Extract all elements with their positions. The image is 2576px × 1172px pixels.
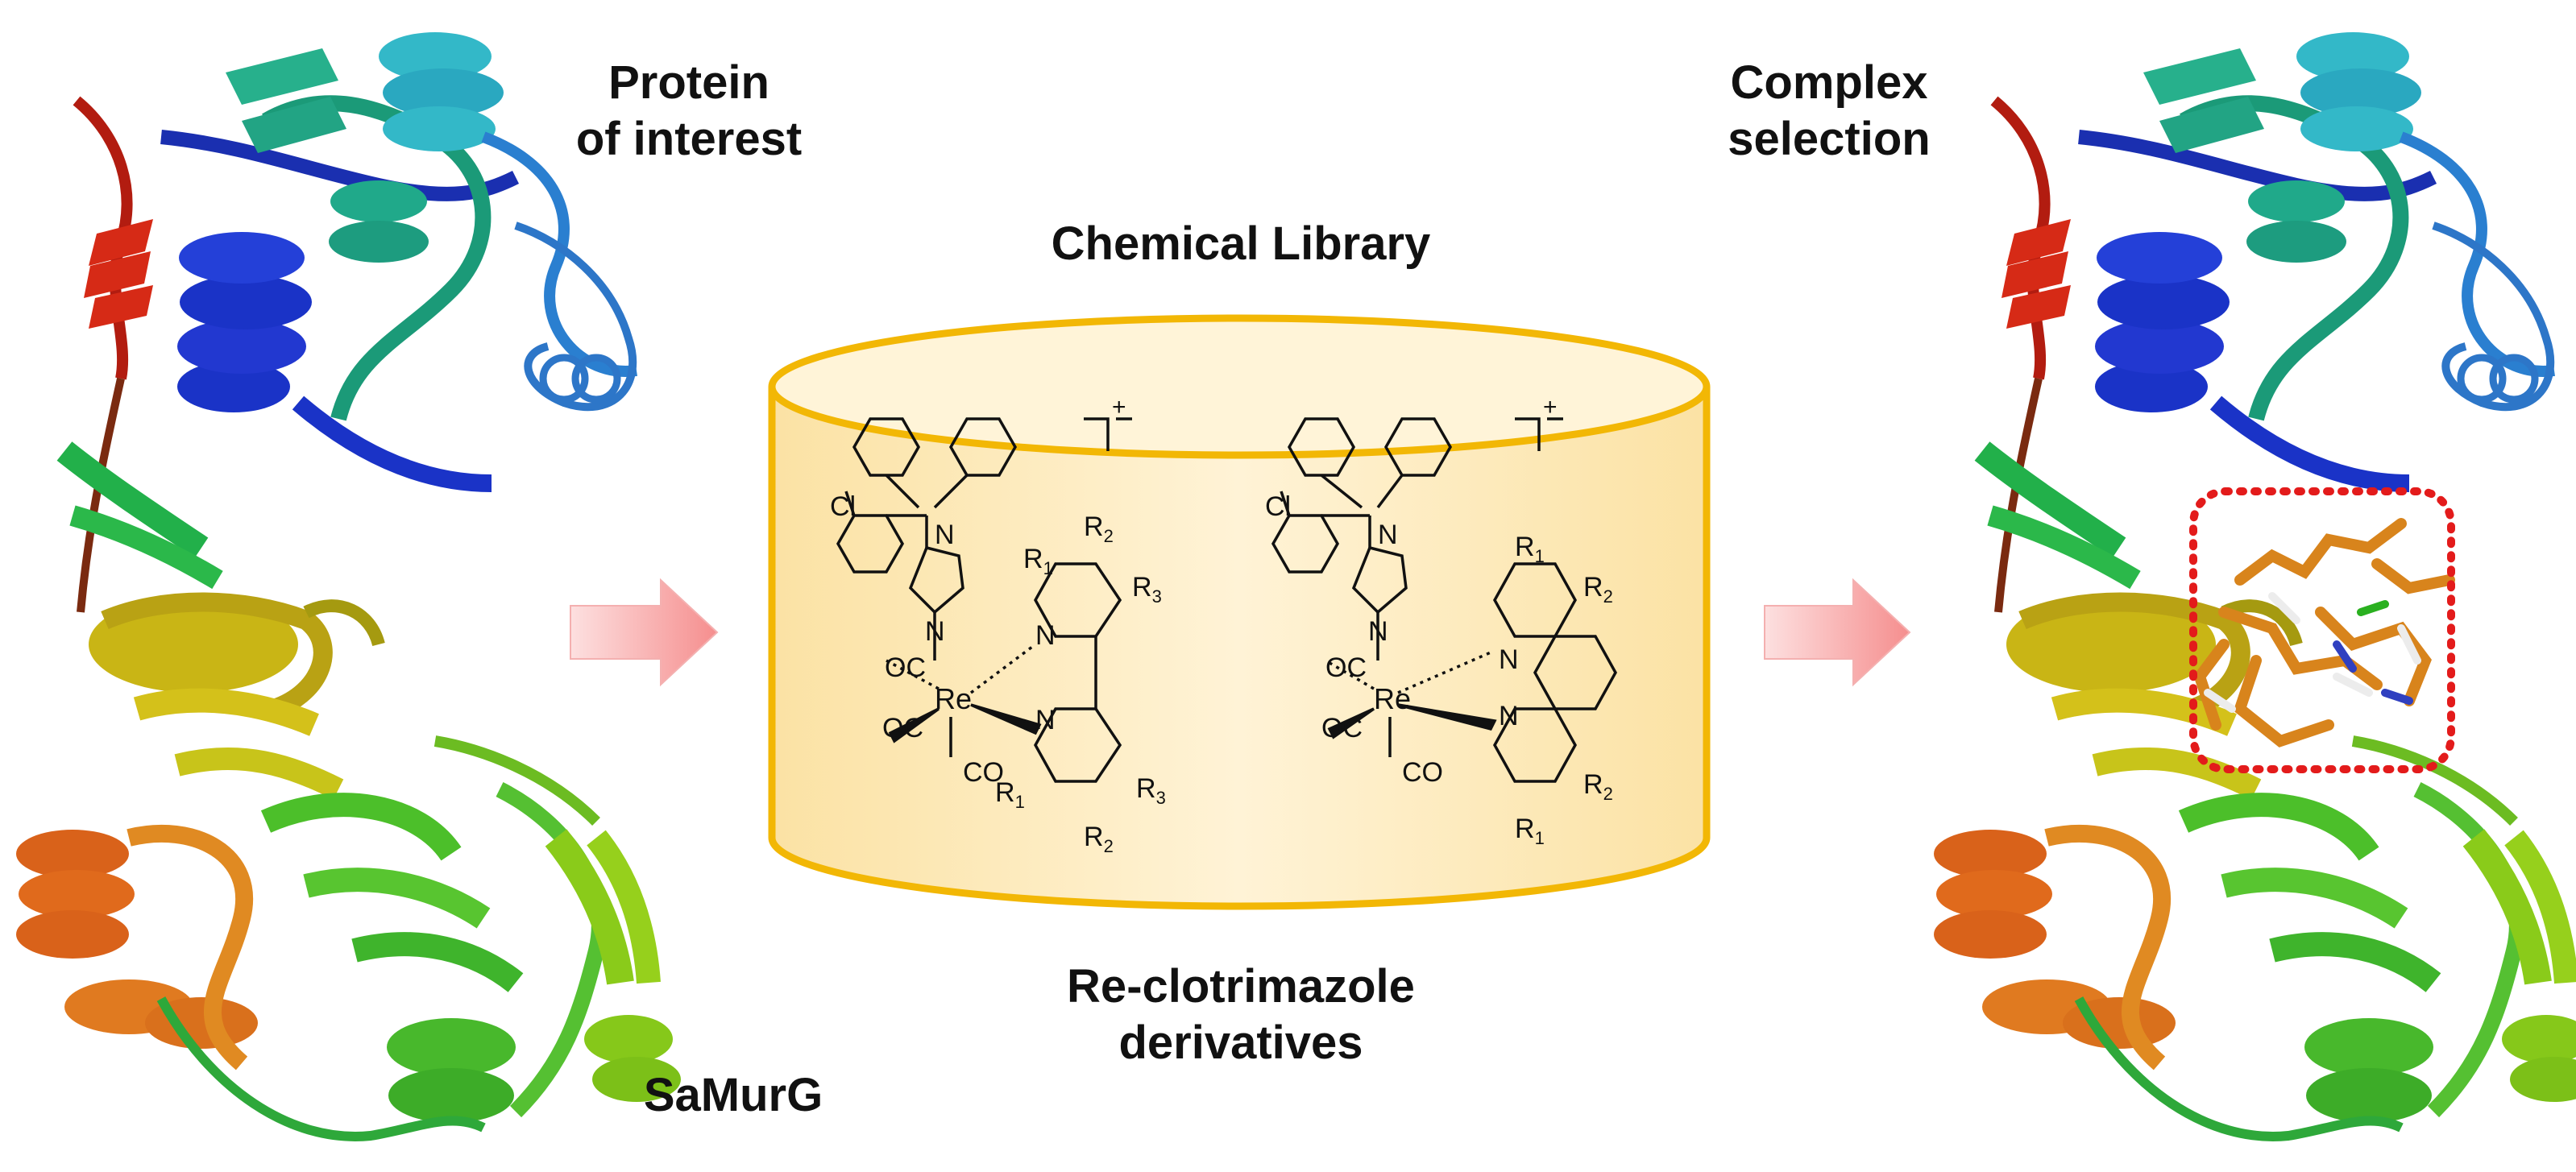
r1-label: R1 <box>1023 544 1053 578</box>
chemical-library-cylinder <box>768 314 1711 910</box>
oc-label: OC <box>885 652 926 683</box>
structure-a-labels: Cl N N N N Re OC OC CO + R1 R2 R3 R1 R2 … <box>830 394 1166 856</box>
oc-label: OC <box>1325 652 1367 683</box>
n-label: N <box>1499 701 1519 731</box>
right-arrow-icon <box>570 578 719 687</box>
co-label: CO <box>963 757 1004 788</box>
n-label: N <box>1499 644 1519 675</box>
chemical-library-title: Chemical Library <box>1051 217 1431 270</box>
derivatives-label-line2: derivatives <box>1118 1017 1363 1069</box>
r2-label: R2 <box>1583 769 1613 804</box>
n-label: N <box>935 520 955 550</box>
n-label: N <box>925 616 945 647</box>
complex-label-line1: Complex <box>1730 56 1928 109</box>
selection-box <box>2189 487 2455 773</box>
n-label: N <box>1035 620 1056 651</box>
oc-label: OC <box>1321 713 1363 743</box>
right-arrow-icon <box>1764 578 1911 687</box>
structure-b-labels: Cl N N N N Re OC OC CO + R1 R2 R2 R1 <box>1265 394 1613 848</box>
r1-label: R1 <box>995 777 1025 812</box>
r1-label: R1 <box>1515 532 1545 566</box>
complex-selection-label: Complex selection <box>1708 55 1950 168</box>
structure-b <box>1271 417 1618 783</box>
n-label: N <box>1035 705 1056 735</box>
r1-label: R1 <box>1515 814 1545 848</box>
oc-label: OC <box>882 713 923 743</box>
cl-label: Cl <box>830 491 856 522</box>
r3-label: R3 <box>1136 773 1166 808</box>
protein-label-line1: Protein <box>608 56 769 109</box>
r3-label: R3 <box>1132 572 1162 607</box>
complex-label-line2: selection <box>1728 113 1931 165</box>
cl-label: Cl <box>1265 491 1291 522</box>
n-label: N <box>1378 520 1398 550</box>
protein-structure-left <box>16 32 681 1137</box>
n-label: N <box>1368 616 1388 647</box>
charge-label: + <box>1112 394 1126 420</box>
protein-of-interest-label: Protein of interest <box>556 55 822 168</box>
r2-label: R2 <box>1084 511 1114 546</box>
r2-label: R2 <box>1583 572 1613 607</box>
re-label: Re <box>935 682 972 715</box>
re-label: Re <box>1374 682 1411 715</box>
protein-name-label: SaMurG <box>643 1069 823 1121</box>
derivatives-label: Re-clotrimazole derivatives <box>999 959 1483 1071</box>
derivatives-label-line1: Re-clotrimazole <box>1067 960 1415 1013</box>
structure-a <box>836 417 1132 783</box>
protein-label-line2: of interest <box>575 113 803 165</box>
r2-label: R2 <box>1084 822 1114 856</box>
bound-ligand <box>2193 518 2455 748</box>
charge-label: + <box>1543 394 1558 420</box>
co-label: CO <box>1402 757 1443 788</box>
protein-structure-right <box>1934 32 2576 1137</box>
